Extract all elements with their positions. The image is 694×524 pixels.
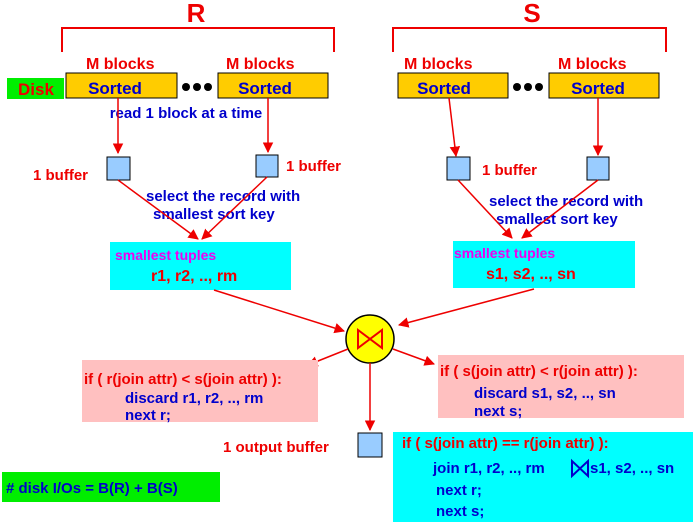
r-smallest-tuples-label: smallest tuples	[115, 247, 216, 263]
right-condition-line1: if ( s(join attr) < r(join attr) ):	[440, 363, 638, 380]
equal-condition-join-left: join r1, r2, .., rm	[432, 460, 545, 477]
r-block-2-label: M blocks	[226, 56, 295, 73]
disk-io-box	[2, 472, 220, 502]
r-tuples-to-join-arrow	[213, 289, 346, 334]
left-condition-line2: discard r1, r2, .., rm	[125, 390, 263, 407]
output-buffer-label: 1 output buffer	[223, 439, 329, 456]
s-buffer-label: 1 buffer	[482, 162, 537, 179]
s-block-2-label: M blocks	[558, 56, 627, 73]
s-buffer2-to-tuples-arrow	[521, 179, 599, 239]
s-select-line2: smallest sort key	[496, 211, 618, 228]
relation-r-title: R	[187, 0, 206, 28]
r-buffer2-to-tuples-arrow	[201, 176, 268, 240]
s-ellipsis-dots	[513, 83, 543, 91]
s-buffer1-to-tuples-arrow	[457, 179, 513, 239]
right-condition-box	[438, 355, 684, 418]
r-tuples-values: r1, r2, .., rm	[151, 268, 237, 285]
equal-condition-join-right: s1, s2, .., sn	[590, 460, 674, 477]
s-buffer-2	[586, 156, 610, 181]
r-sorted-run-1	[65, 72, 178, 99]
inline-join-icon	[571, 458, 589, 479]
r-buffer-1-label: 1 buffer	[33, 167, 88, 184]
relation-r-bracket	[61, 27, 335, 52]
relation-s-title: S	[523, 0, 540, 28]
s-sorted-run-2	[548, 72, 660, 99]
r-sorted-run-2	[217, 72, 329, 99]
output-buffer	[357, 432, 383, 458]
left-condition-line1: if ( r(join attr) < s(join attr) ):	[84, 371, 282, 388]
equal-condition-line4: next s;	[436, 503, 484, 520]
r-buffer-2-label: 1 buffer	[286, 158, 341, 175]
s-smallest-tuples-label: smallest tuples	[454, 245, 555, 261]
r-block-1-label: M blocks	[86, 56, 155, 73]
r-select-line2: smallest sort key	[153, 206, 275, 223]
r-buffer-2	[255, 154, 279, 178]
s-sorted-run-1	[397, 72, 509, 99]
left-condition-box	[82, 360, 318, 422]
s-tuples-values: s1, s2, .., sn	[486, 266, 576, 283]
disk-io-label: # disk I/Os = B(R) + B(S)	[6, 480, 178, 497]
s-smallest-tuples-box	[453, 241, 635, 288]
r-sorted-run-1-label: Sorted	[88, 79, 142, 98]
r-sorted-run-2-label: Sorted	[238, 79, 292, 98]
equal-condition-box	[393, 432, 693, 522]
r-smallest-tuples-box	[110, 242, 291, 290]
s-select-line1: select the record with	[489, 193, 643, 210]
join-operator-icon	[345, 314, 395, 364]
disk-label-box	[7, 78, 64, 99]
join-to-right-condition-arrow	[392, 348, 435, 366]
disk-label: Disk	[18, 80, 54, 99]
r-buffer-1	[106, 156, 131, 181]
s-block-1-label: M blocks	[404, 56, 473, 73]
relation-s-bracket	[392, 27, 667, 52]
s-tuples-to-join-arrow	[397, 288, 535, 328]
s-sorted-run-2-label: Sorted	[571, 79, 625, 98]
r-buffer1-to-tuples-arrow	[117, 179, 199, 240]
s-buffer-1	[446, 156, 471, 181]
s-sorted-run-1-label: Sorted	[417, 79, 471, 98]
right-condition-line2: discard s1, s2, .., sn	[474, 385, 616, 402]
equal-condition-line3: next r;	[436, 482, 482, 499]
right-condition-line3: next s;	[474, 403, 522, 420]
r-ellipsis-dots	[182, 83, 212, 91]
s-run1-to-buffer-arrow	[448, 97, 461, 158]
r-select-line1: select the record with	[146, 188, 300, 205]
left-condition-line3: next r;	[125, 407, 171, 424]
read-block-label: read 1 block at a time	[110, 105, 263, 122]
equal-condition-line1: if ( s(join attr) == r(join attr) ):	[402, 435, 609, 452]
